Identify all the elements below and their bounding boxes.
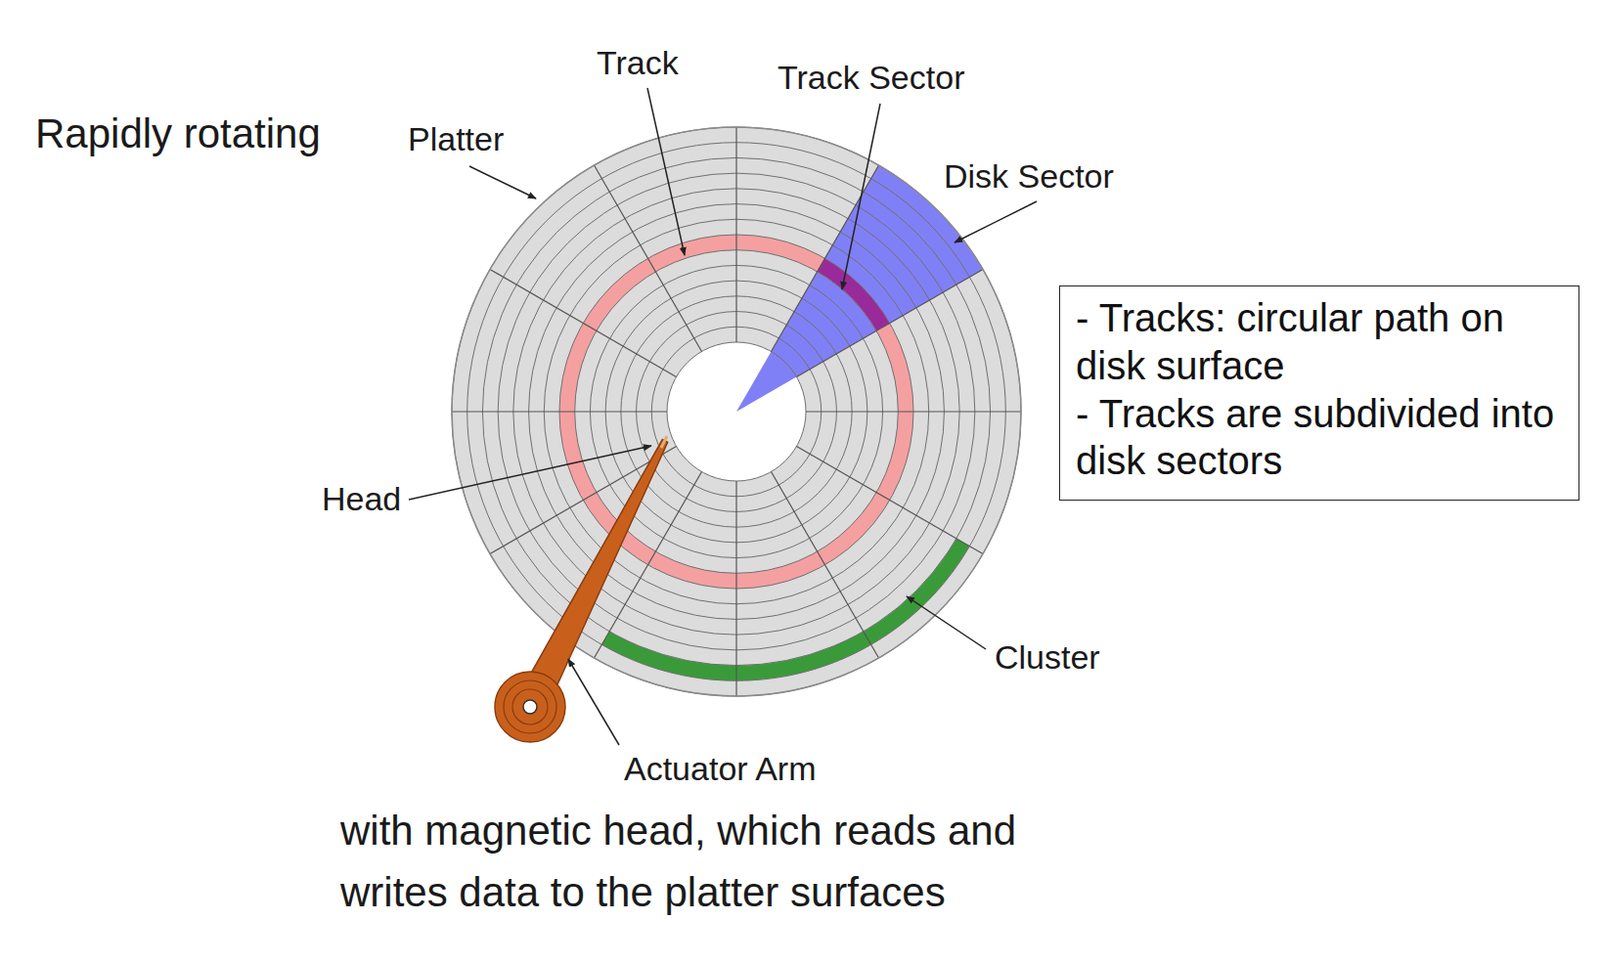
sector-line xyxy=(489,446,677,555)
track-line xyxy=(651,326,821,496)
sector-line xyxy=(796,269,983,378)
note-box: - Tracks: circular path on disk surface-… xyxy=(1059,285,1580,501)
leader-line xyxy=(408,445,652,500)
platter xyxy=(451,127,1022,697)
part-label: Track Sector xyxy=(777,57,965,98)
part-label: Head xyxy=(321,479,401,520)
sector-line xyxy=(796,446,983,555)
track-line xyxy=(666,342,806,482)
track-line xyxy=(451,127,1022,697)
sector-line xyxy=(771,165,880,353)
leader-line xyxy=(906,596,986,650)
leader-line xyxy=(842,103,881,290)
note-text: - Tracks: circular path on disk surface xyxy=(1075,294,1565,391)
sector-line xyxy=(805,410,1022,412)
cluster xyxy=(601,538,970,681)
platter-edge xyxy=(451,127,1022,697)
platter-surface xyxy=(451,127,1022,697)
sector-line xyxy=(735,481,737,697)
pivot-ring xyxy=(512,689,548,725)
sector-line xyxy=(594,165,703,353)
sector-line xyxy=(489,269,677,378)
part-label: Track xyxy=(596,43,679,84)
note-text: - Tracks are subdivided into disk sector… xyxy=(1075,390,1565,487)
magnetic-head xyxy=(661,436,667,448)
part-label: Platter xyxy=(407,119,504,160)
sector-line xyxy=(735,127,737,343)
leader-line xyxy=(647,88,685,256)
part-label: Actuator Arm xyxy=(623,749,817,790)
note-text: Rapidly rotating xyxy=(35,109,321,159)
leader-line xyxy=(954,201,1037,243)
leader-line xyxy=(469,166,536,199)
sector-line xyxy=(451,410,667,412)
track-sector xyxy=(817,258,890,331)
pivot-ring xyxy=(503,680,557,734)
pivot-hole xyxy=(523,700,537,714)
arm-pivot xyxy=(494,671,566,743)
sector-line xyxy=(771,471,880,659)
part-label: Cluster xyxy=(994,637,1101,678)
note-text: with magnetic head, which reads and writ… xyxy=(340,800,1055,924)
part-label: Disk Sector xyxy=(943,156,1114,197)
leader-line xyxy=(568,659,620,746)
actuator-arm xyxy=(494,436,668,743)
